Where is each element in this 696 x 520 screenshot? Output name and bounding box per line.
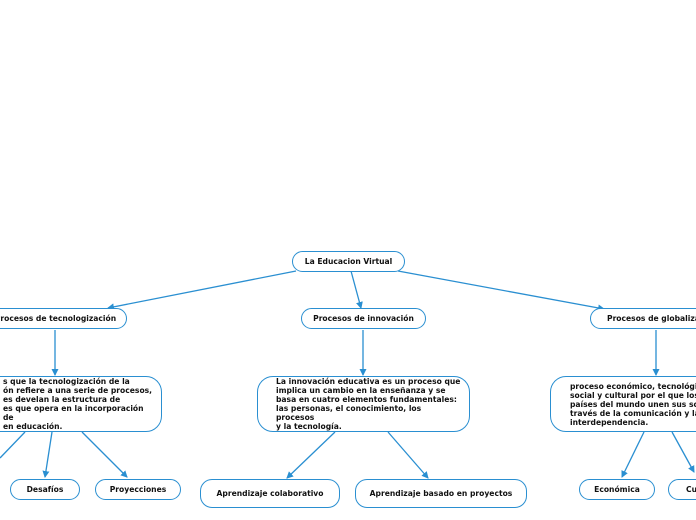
link-root-globalizacion [397,270,605,312]
link-inn-colaborativo [286,431,336,479]
description-globalizacion[interactable]: proceso económico, tecnológico, social y… [550,376,696,432]
link-tec-desafios [42,431,53,478]
node-proyecciones[interactable]: Proyecciones [95,479,181,500]
link-tec-proyecciones [81,431,128,478]
node-procesos-tecnologizacion[interactable]: Procesos de tecnologización [0,308,127,329]
link-inn-proyectos [387,431,429,479]
description-innovacion[interactable]: La innovación educativa es un proceso qu… [257,376,470,432]
node-aprendizaje-colaborativo[interactable]: Aprendizaje colaborativo [200,479,340,508]
link-glob-cultural [671,431,695,473]
description-tecnologizacion[interactable]: s que la tecnologización de la ón refier… [0,376,162,432]
node-procesos-innovacion[interactable]: Procesos de innovación [301,308,426,329]
link-root-tecnologizacion [107,270,297,311]
node-economica[interactable]: Económica [579,479,655,500]
node-desafios[interactable]: Desafíos [10,479,80,500]
node-aprendizaje-basado-proyectos[interactable]: Aprendizaje basado en proyectos [355,479,527,508]
node-procesos-globalizacion[interactable]: Procesos de globalizaci [590,308,696,329]
link-tec-offscreen [0,431,26,459]
link-glob-economica [621,431,645,478]
link-root-innovacion [350,270,363,309]
node-cultural[interactable]: Cu [668,479,696,500]
root-node[interactable]: La Educacion Virtual [292,251,405,272]
